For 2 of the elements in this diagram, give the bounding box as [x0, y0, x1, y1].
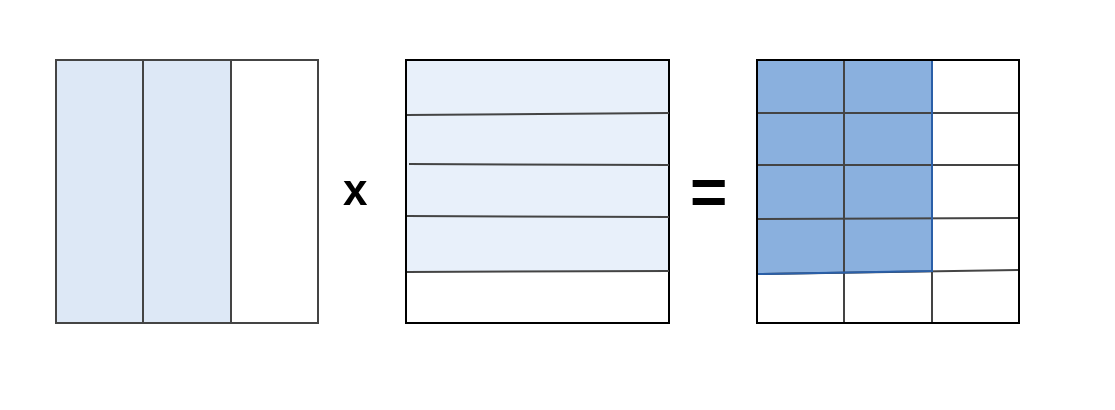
multiply-sign: x [343, 168, 368, 212]
equals-sign: = [690, 160, 728, 224]
